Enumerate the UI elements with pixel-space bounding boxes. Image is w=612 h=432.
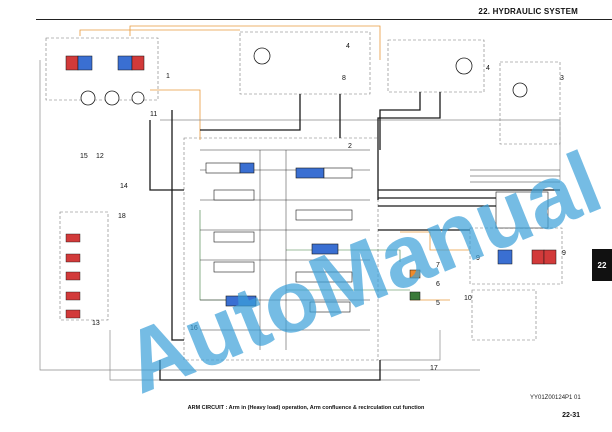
manifold — [495, 191, 549, 229]
page-number: 22-31 — [562, 412, 580, 419]
spool-section — [309, 301, 351, 313]
figure-caption: ARM CIRCUIT : Arm in (Heavy load) operat… — [187, 405, 425, 411]
pilot-valve-block — [543, 249, 557, 265]
callout-number: 9 — [562, 250, 566, 257]
spool-rows — [200, 149, 370, 331]
pumps — [80, 90, 145, 106]
pilot-valve-block — [497, 249, 513, 265]
swing-motor — [512, 82, 528, 98]
callout-number: 16 — [190, 325, 198, 332]
spool-section — [213, 189, 255, 201]
callout-number: 17 — [430, 365, 438, 372]
callout-number: 4 — [486, 65, 490, 72]
callout-number: 15 — [80, 153, 88, 160]
spool-section — [225, 295, 257, 307]
pilot-line — [400, 231, 470, 251]
callout-group: 1 2 3 4 4 5 6 7 8 9 9 10 11 12 13 14 15 … — [80, 43, 566, 372]
document-code: YY01Z00124P1 01 — [530, 395, 581, 401]
spool-section — [213, 231, 255, 243]
left-pilot-valves — [65, 55, 145, 319]
pressure-line — [171, 110, 184, 341]
callout-number: 11 — [150, 111, 157, 118]
callout-number: 14 — [120, 183, 128, 190]
main-pump — [104, 90, 120, 106]
pilot-block-frame — [59, 211, 109, 321]
spool-section — [323, 167, 353, 179]
solenoid-block — [65, 291, 81, 301]
pressure-line — [377, 92, 441, 200]
manifold-lines — [470, 169, 560, 183]
control-valve-frame — [183, 137, 379, 361]
solenoid-block — [65, 233, 81, 243]
pressure-lines — [149, 92, 560, 381]
header-divider — [36, 19, 612, 20]
motors — [253, 47, 528, 98]
solenoid-block — [65, 253, 81, 263]
travel-motor-right-frame — [239, 31, 371, 95]
solenoid-valve — [409, 291, 421, 301]
spool-section — [213, 261, 255, 273]
callout-number: 13 — [92, 320, 100, 327]
pilot-lines — [79, 25, 470, 301]
callout-number: 6 — [436, 281, 440, 288]
pressure-line — [159, 360, 381, 381]
callout-number: 5 — [436, 300, 440, 307]
solenoid-block — [65, 271, 81, 281]
frame-group — [45, 31, 563, 361]
chapter-tab: 22 — [592, 249, 612, 281]
return-line — [39, 60, 480, 371]
pilot-valve-block — [65, 55, 79, 71]
travel-motor-left-frame — [387, 39, 485, 93]
internal-lines — [200, 149, 560, 350]
solenoid-block — [65, 309, 81, 319]
callout-number: 12 — [96, 153, 104, 160]
callout-number: 4 — [346, 43, 350, 50]
pilot-valve-block — [131, 55, 145, 71]
spool-section — [311, 243, 339, 255]
callout-number: 2 — [348, 143, 352, 150]
return-line — [380, 330, 441, 361]
callout-number: 7 — [436, 262, 440, 269]
section-title: 22. HYDRAULIC SYSTEM — [478, 7, 578, 16]
callout-number: 8 — [342, 75, 346, 82]
pressure-line — [149, 120, 184, 191]
pressure-line — [379, 92, 421, 150]
spool-section — [239, 162, 255, 174]
pilot-line — [150, 89, 201, 140]
callout-number: 9 — [476, 255, 480, 262]
solenoid-valve — [409, 269, 421, 279]
travel-motor — [253, 47, 271, 65]
travel-pilot-frame — [471, 289, 537, 341]
pilot-valve-frame — [45, 37, 159, 101]
pilot-valve-block — [77, 55, 93, 71]
travel-motor — [455, 57, 473, 75]
solenoid-manifold — [495, 191, 549, 229]
spool-group — [205, 162, 353, 313]
swing-motor-frame — [499, 61, 561, 145]
return-line — [160, 119, 561, 180]
spool-section — [295, 209, 353, 221]
callout-number: 18 — [118, 213, 126, 220]
spool-section — [295, 271, 353, 283]
main-pump — [80, 90, 96, 106]
pressure-line — [200, 94, 301, 131]
callout-number: 3 — [560, 75, 564, 82]
spool-section — [205, 162, 241, 174]
spool-section — [295, 167, 325, 179]
pilot-valve-block — [117, 55, 133, 71]
callout-number: 1 — [166, 73, 170, 80]
right-pilot-valves — [409, 249, 557, 301]
callout-number: 10 — [464, 295, 472, 302]
pilot-pump — [131, 91, 145, 105]
pilot-line — [79, 29, 240, 36]
pilot-line — [129, 25, 381, 60]
